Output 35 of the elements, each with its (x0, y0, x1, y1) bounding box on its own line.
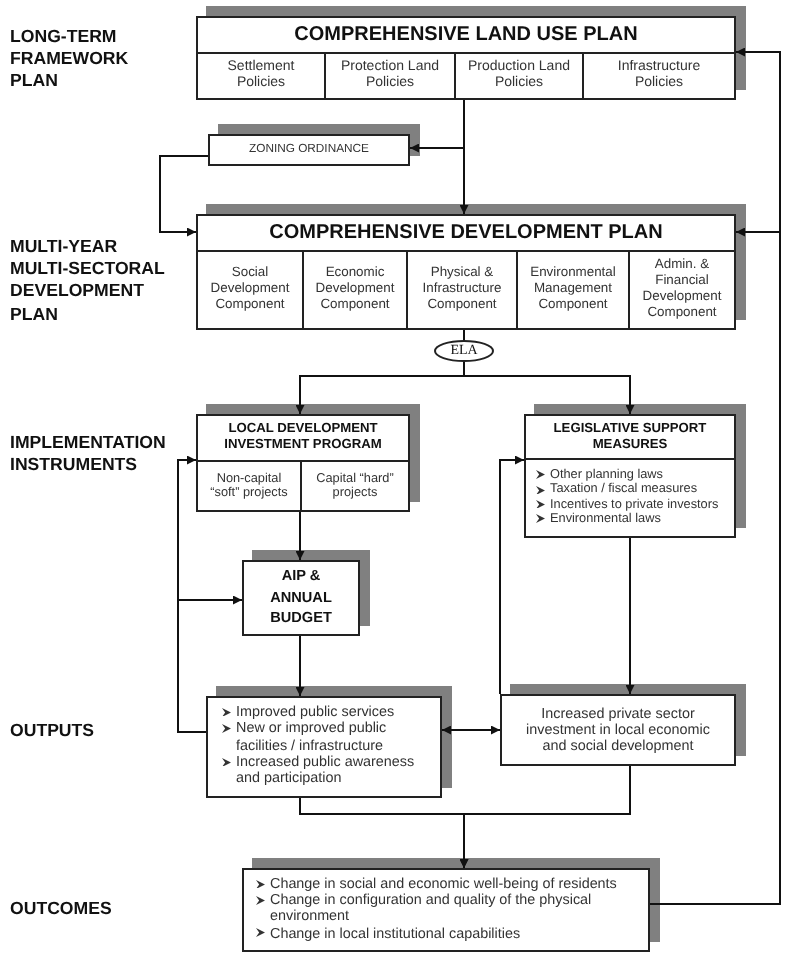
arrow (499, 455, 525, 695)
ordinance-box (208, 134, 410, 166)
outputs-box (206, 696, 442, 798)
program-box (196, 414, 410, 512)
tier-label: OUTCOMES (10, 898, 112, 921)
arrow (459, 99, 469, 215)
arrow (441, 725, 501, 735)
arrow (295, 511, 305, 561)
policy-cell (456, 52, 584, 98)
plan-title: COMPREHENSIVE LAND USE PLAN (294, 24, 638, 46)
component-cell (518, 250, 630, 328)
arrow (459, 765, 631, 869)
component-cell (198, 250, 304, 328)
component-cell (304, 250, 408, 328)
connector-line (463, 329, 465, 341)
arrow (625, 537, 635, 695)
tier-label: MULTI-YEAR MULTI-SECTORAL DEVELOPMENT PLAN (10, 236, 167, 326)
project-cell (198, 460, 302, 510)
tier-label: IMPLEMENTATION INSTRUMENTS (10, 432, 168, 477)
outcomes-box (242, 868, 650, 952)
plan-title: COMPREHENSIVE DEVELOPMENT PLAN (269, 222, 663, 244)
arrow (177, 595, 243, 733)
oval-node (434, 340, 494, 362)
tier-label: OUTPUTS (10, 720, 95, 743)
budget-box (242, 560, 360, 636)
plan-box (196, 16, 736, 100)
tier-label: LONG-TERM FRAMEWORK PLAN (10, 26, 131, 94)
policy-cell (198, 52, 326, 98)
component-cell (408, 250, 518, 328)
investment-box (500, 694, 736, 766)
arrow (159, 155, 209, 237)
plan-box (196, 214, 736, 330)
arrow (295, 635, 305, 697)
policy-cell (326, 52, 456, 98)
measures-box (524, 414, 736, 538)
